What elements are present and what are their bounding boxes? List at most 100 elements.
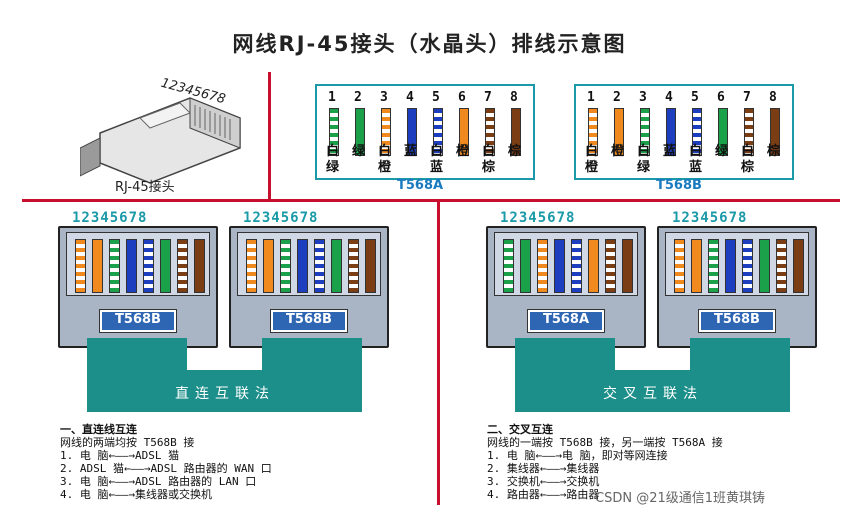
wire-color-bar <box>511 108 521 156</box>
connector-wire <box>554 239 565 293</box>
connector-wire <box>674 239 685 293</box>
connector-wire <box>520 239 531 293</box>
connector-wire <box>297 239 308 293</box>
section-line: 3. 交换机←——→交换机 <box>487 475 600 488</box>
connector-right-a: T568A <box>486 226 646 348</box>
connector-left-a: T568B <box>58 226 218 348</box>
wire-color-bar <box>666 108 676 156</box>
connector-wire <box>622 239 633 293</box>
diagram-title: 网线RJ-45接头（水晶头）排线示意图 <box>232 32 627 56</box>
cable-label-crossover: 交叉互联法 <box>603 386 703 402</box>
section-line: 3. 电 脑←——→ADSL 路由器的 LAN 口 <box>60 475 257 488</box>
pin-number: 8 <box>769 90 777 105</box>
pin-number: 1 <box>328 90 336 105</box>
connector-pin-area <box>66 232 210 296</box>
connector-wire <box>160 239 171 293</box>
connector-wire <box>246 239 257 293</box>
divider-vertical-bottom <box>437 199 440 505</box>
connector-wire <box>177 239 188 293</box>
rj45-plug-illustration <box>79 78 260 198</box>
cable-label-straight: 直连互联法 <box>175 386 275 402</box>
pin-number: 7 <box>743 90 751 105</box>
connector-wire <box>75 239 86 293</box>
wire-color-label: 橙 <box>611 144 625 159</box>
connector-wire <box>776 239 787 293</box>
pin-number: 3 <box>639 90 647 105</box>
section-line: 1. 电 脑←——→电 脑，即对等网连接 <box>487 449 668 462</box>
wire-color-bar <box>329 108 339 156</box>
connector-wire <box>742 239 753 293</box>
pin-number: 6 <box>717 90 725 105</box>
pin-number: 4 <box>665 90 673 105</box>
wire-color-label: 绿 <box>352 144 366 159</box>
connector-wire <box>793 239 804 293</box>
connector-label: T568B <box>270 309 348 333</box>
wire-color-bar <box>588 108 598 156</box>
connector-wire <box>126 239 137 293</box>
rj45-plug-drawing <box>79 97 241 184</box>
pin-numbers-right-b: 12345678 <box>672 210 748 226</box>
connector-wire <box>691 239 702 293</box>
wire-color-label: 蓝 <box>430 160 444 175</box>
connector-right-b: T568B <box>657 226 817 348</box>
connector-wire <box>92 239 103 293</box>
wire-color-label: 蓝 <box>689 160 703 175</box>
section-subheading: 网线的一端按 T568B 接，另一端按 T568A 接 <box>487 436 723 449</box>
cable-crossover <box>515 338 790 412</box>
pin-number: 2 <box>354 90 362 105</box>
wire-color-label: 绿 <box>326 160 340 175</box>
connector-wire <box>605 239 616 293</box>
connector-wire <box>503 239 514 293</box>
connector-wire <box>348 239 359 293</box>
pin-number: 3 <box>380 90 388 105</box>
pin-number: 6 <box>458 90 466 105</box>
wire-color-bar <box>381 108 391 156</box>
connector-wire <box>725 239 736 293</box>
watermark: CSDN @21级通信1班黄琪铸 <box>595 491 766 506</box>
pin-number: 7 <box>484 90 492 105</box>
wire-color-label: 白 <box>689 144 703 159</box>
wire-color-label: 白 <box>482 144 496 159</box>
wire-color-bar <box>459 108 469 156</box>
section-straight: 一、直连线互连 网线的两端均按 T568B 接 1. 电 脑←——→ADSL 猫… <box>60 423 435 501</box>
wire-color-bar <box>433 108 443 156</box>
pin-number: 5 <box>691 90 699 105</box>
pin-number: 1 <box>587 90 595 105</box>
connector-wire <box>588 239 599 293</box>
wire-color-label: 白 <box>430 144 444 159</box>
section-line: 4. 电 脑←——→集线器或交换机 <box>60 488 212 501</box>
wire-color-label: 白 <box>378 144 392 159</box>
connector-wire <box>365 239 376 293</box>
wire-color-bar <box>485 108 495 156</box>
connector-wire <box>143 239 154 293</box>
connector-wire <box>708 239 719 293</box>
wire-color-bar <box>640 108 650 156</box>
connector-wire <box>280 239 291 293</box>
cable-straight <box>87 338 362 412</box>
connector-wire <box>759 239 770 293</box>
wire-color-label: 橙 <box>378 160 392 175</box>
wire-color-label: 棕 <box>767 144 781 159</box>
pin-numbers-left-a: 12345678 <box>72 210 148 226</box>
wire-color-label: 橙 <box>585 160 599 175</box>
wire-color-bar <box>614 108 624 156</box>
section-line: 1. 电 脑←——→ADSL 猫 <box>60 449 180 462</box>
wire-color-bar <box>718 108 728 156</box>
connector-wire <box>331 239 342 293</box>
connector-wire <box>571 239 582 293</box>
connector-label: T568B <box>99 309 177 333</box>
connector-wire <box>263 239 274 293</box>
wire-color-label: 白 <box>585 144 599 159</box>
connector-label: T568A <box>527 309 605 333</box>
wire-color-bar <box>770 108 780 156</box>
divider-horizontal <box>22 199 840 202</box>
pin-number: 4 <box>406 90 414 105</box>
wire-color-label: 橙 <box>456 144 470 159</box>
wire-color-bar <box>407 108 417 156</box>
connector-pin-area <box>665 232 809 296</box>
wire-color-label: 棕 <box>741 160 755 175</box>
pin-number: 2 <box>613 90 621 105</box>
standard-name-t568b: T568B <box>656 178 702 193</box>
